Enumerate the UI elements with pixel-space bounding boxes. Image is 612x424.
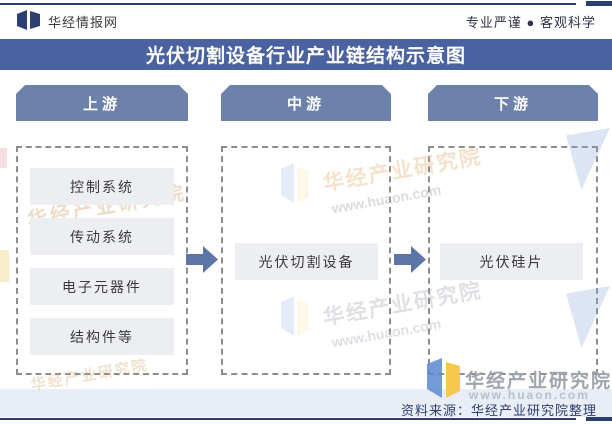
upstream-item-structural-parts: 结构件等 [30,318,174,355]
brandmark-name: 华经产业研究院 [465,371,612,392]
downstream-group-box [428,146,598,375]
arrow-midstream-to-downstream-icon [394,246,426,273]
midstream-item-pv-cutting-equipment: 光伏切割设备 [235,243,378,280]
site-name: 华经情报网 [48,15,119,30]
watermark-edge-blob [0,250,9,282]
column-header-downstream: 下游 [428,85,598,121]
top-rule-accent [586,1,612,6]
midstream-group-box [221,146,391,375]
watermark-edge-blob [0,148,7,168]
huaon-logo-icon [427,358,460,398]
footer-strip [0,389,612,417]
top-rule-line [0,3,576,5]
upstream-item-electronic-components: 电子元器件 [30,268,174,305]
data-source-note: 资料来源：华经产业研究院整理 [400,403,597,418]
arrow-upstream-to-midstream-icon [186,246,218,273]
column-header-midstream: 中游 [221,85,391,121]
brandmark-url: www.huaon.com [469,388,590,402]
upstream-item-control-system: 控制系统 [30,168,174,205]
column-header-upstream: 上游 [16,85,188,121]
bottom-rule-line [0,418,576,420]
page-title: 光伏切割设备行业产业链结构示意图 [0,39,612,70]
bottom-rule-accent [586,417,612,421]
site-slogan: 专业严谨 ● 客观科学 [465,15,596,30]
downstream-item-pv-silicon-wafer: 光伏硅片 [440,243,583,280]
huajing-book-logo-icon [17,10,40,30]
upstream-item-transmission-system: 传动系统 [30,218,174,255]
